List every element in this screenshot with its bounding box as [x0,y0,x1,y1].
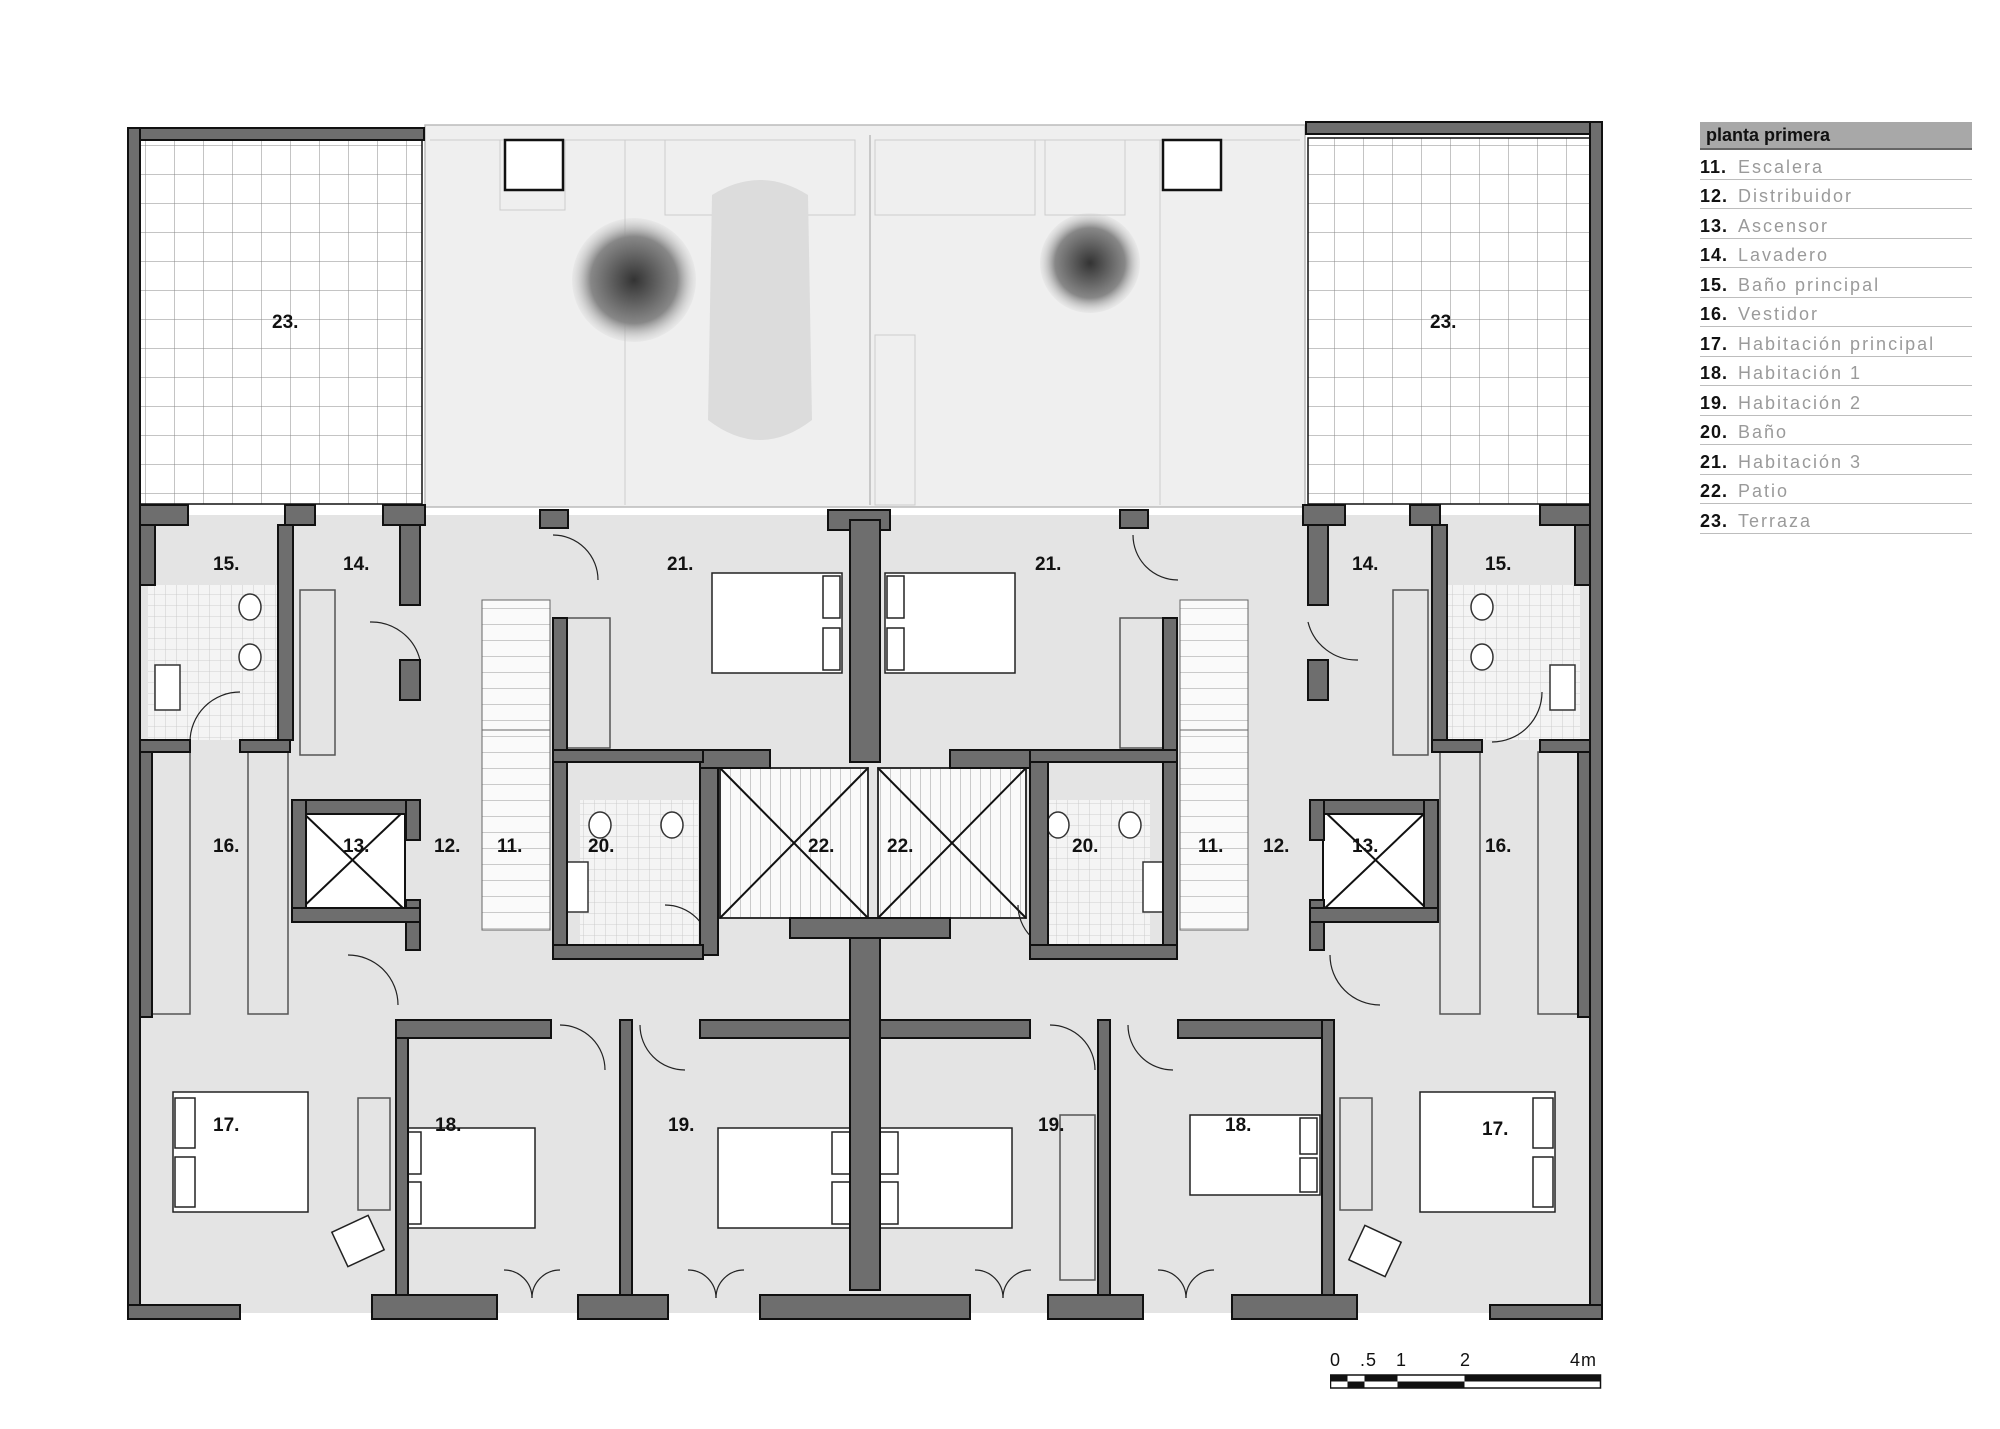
room-labels: 23. 23. 15. 14. 21. 21. 14. 15. 16. 13. … [213,312,1511,1140]
legend-item-number: 16. [1700,304,1729,324]
legend-item-number: 14. [1700,245,1729,265]
scale-label-4m: 4m [1570,1350,1598,1370]
legend-item-number: 13. [1700,215,1729,236]
legend-item: 16. Vestidor [1700,298,1972,327]
label-bano-right: 15. [1485,554,1511,575]
light-wells [719,767,1027,919]
legend-item-name: Habitación 2 [1738,392,1863,413]
legend-item: 18. Habitación 1 [1700,357,1972,386]
legend-item-number: 18. [1700,363,1729,383]
legend-item-number: 15. [1700,274,1729,295]
legend-item-number: 19. [1700,392,1729,413]
armchairs [330,1214,1403,1278]
legend-item: 17. Habitación principal [1700,327,1972,357]
legend-item-name: Escalera [1738,156,1825,177]
legend-item: 14. Lavadero [1700,239,1972,268]
legend-item: 13. Ascensor [1700,209,1972,239]
label-escalera-right: 11. [1198,836,1223,857]
legend-item: 15. Baño principal [1700,268,1972,298]
legend-item-number: 17. [1700,333,1729,354]
label-hab1-right: 18. [1225,1115,1251,1136]
door-swings [189,534,1543,1299]
legend-item: 23. Terraza [1700,504,1972,534]
legend-item-number: 20. [1700,422,1729,442]
scale-label-half: .5 [1360,1350,1378,1370]
legend-item-number: 12. [1700,186,1729,206]
legend-item-number: 23. [1700,510,1729,531]
legend-item-name: Habitación principal [1738,333,1936,354]
label-vestidor-left: 16. [213,836,239,857]
label-hab2-left: 19. [668,1115,694,1136]
scale-label-2: 2 [1460,1350,1472,1370]
legend-item-name: Ascensor [1738,215,1830,236]
label-bano-left: 15. [213,554,239,575]
legend-item-name: Habitación 3 [1738,451,1863,472]
scale-label-0: 0 [1330,1350,1342,1370]
label-hab-principal-right: 17. [1482,1119,1508,1140]
legend-item-name: Lavadero [1738,245,1830,265]
label-terraza-left: 23. [272,312,298,333]
label-ascensor-right: 13. [1352,836,1378,857]
label-patio-right: 22. [887,836,913,857]
label-terraza-right: 23. [1430,312,1456,333]
legend-list: 11. Escalera 12. Distribuidor 13. Ascensor 14.… [1700,150,1972,534]
staircases [481,599,1249,931]
legend-item: 21. Habitación 3 [1700,445,1972,475]
legend-item: 19. Habitación 2 [1700,386,1972,416]
legend-item-name: Vestidor [1738,304,1820,324]
beds [172,572,1556,1229]
label-hab1-left: 18. [435,1115,461,1136]
legend-item-name: Baño principal [1738,274,1881,295]
label-hab3-left: 21. [667,554,693,575]
legend-item: 22. Patio [1700,475,1972,504]
label-hab-principal-left: 17. [213,1115,239,1136]
label-distrib-left: 12. [434,836,460,857]
legend-item-name: Terraza [1738,510,1813,531]
label-hab3-right: 21. [1035,554,1061,575]
label-escalera-left: 11. [497,836,522,857]
planter-boxes [503,138,1223,192]
legend-item: 11. Escalera [1700,150,1972,180]
tree-icons [572,213,1140,342]
car-silhouette [708,180,812,440]
legend-item: 12. Distribuidor [1700,180,1972,209]
patio-area [424,124,1306,508]
legend-item-name: Distribuidor [1738,186,1854,206]
legend-title: planta primera [1700,122,1972,150]
scale-bar: 0 .5 1 2 4m [1330,1350,1610,1392]
label-lavadero-right: 14. [1352,554,1378,575]
label-patio-left: 22. [808,836,834,857]
label-bano2-left: 20. [588,836,614,857]
legend-item-name: Baño [1738,422,1789,442]
legend-item: 20. Baño [1700,416,1972,445]
label-distrib-right: 12. [1263,836,1289,857]
legend-item-number: 22. [1700,481,1729,501]
label-hab2-right: 19. [1038,1115,1064,1136]
label-vestidor-right: 16. [1485,836,1511,857]
legend-item-name: Patio [1738,481,1790,501]
label-bano2-right: 20. [1072,836,1098,857]
terraces [139,137,1591,505]
walls [127,121,1603,1320]
label-lavadero-left: 14. [343,554,369,575]
legend-item-number: 21. [1700,451,1729,472]
label-ascensor-left: 13. [343,836,369,857]
legend-item-name: Habitación 1 [1738,363,1863,383]
scale-label-1: 1 [1396,1350,1408,1370]
room-legend: planta primera 11. Escalera 12. Distribuido… [1700,122,1972,534]
legend-item-number: 11. [1700,156,1728,177]
scale-bar-graphic [1330,1374,1602,1389]
